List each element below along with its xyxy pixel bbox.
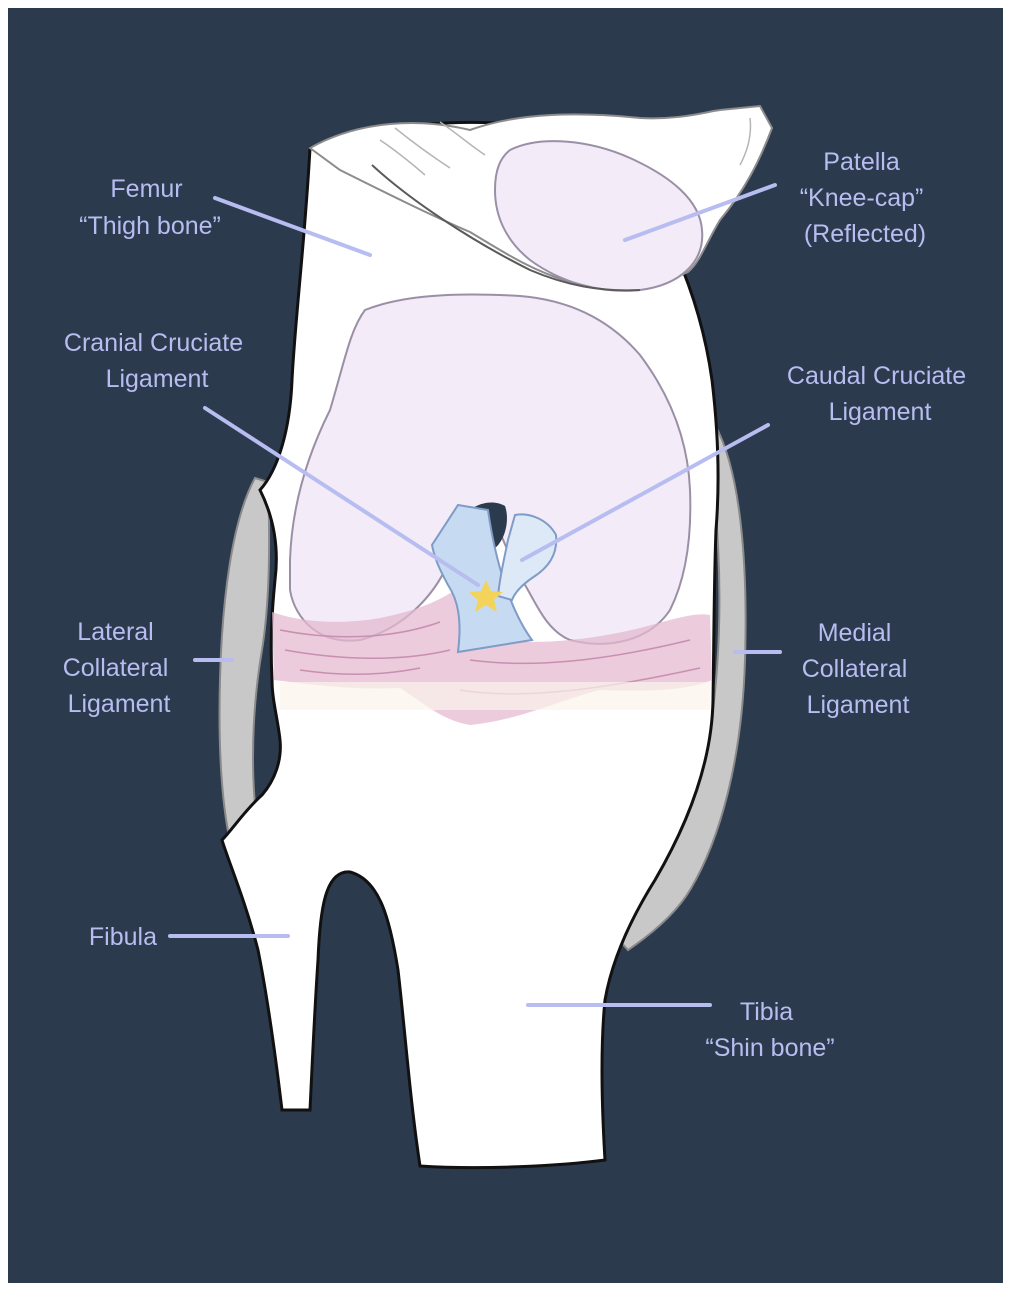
femur-label-line1: Femur bbox=[110, 175, 182, 203]
lateral-label-line1: Lateral bbox=[77, 618, 153, 646]
caudal-label-line1: Caudal Cruciate bbox=[787, 362, 966, 390]
lateral-label-line2: Collateral bbox=[63, 654, 169, 682]
fibula-label: Fibula bbox=[89, 923, 157, 951]
fibula-label-line1: Fibula bbox=[89, 923, 157, 951]
medial-collateral-label: Medial Collateral Ligament bbox=[802, 619, 915, 719]
patella-label-line3: (Reflected) bbox=[804, 220, 926, 248]
patella-label-line1: Patella bbox=[823, 148, 900, 176]
patella-label-line2: “Knee-cap” bbox=[800, 184, 924, 212]
lateral-label-line3: Ligament bbox=[68, 690, 171, 718]
tibia-label-line2: “Shin bone” bbox=[705, 1034, 834, 1062]
tibia-label-line1: Tibia bbox=[740, 998, 793, 1026]
medial-label-line1: Medial bbox=[818, 619, 892, 647]
femur-label-line2: “Thigh bone” bbox=[79, 212, 221, 240]
cranial-label-line2: Ligament bbox=[106, 365, 209, 393]
medial-label-line3: Ligament bbox=[807, 691, 910, 719]
cartilage-band bbox=[280, 682, 710, 710]
cranial-label-line1: Cranial Cruciate bbox=[64, 329, 243, 357]
medial-label-line2: Collateral bbox=[802, 655, 908, 683]
caudal-label-line2: Ligament bbox=[829, 398, 932, 426]
lateral-collateral-label: Lateral Collateral Ligament bbox=[63, 618, 176, 718]
